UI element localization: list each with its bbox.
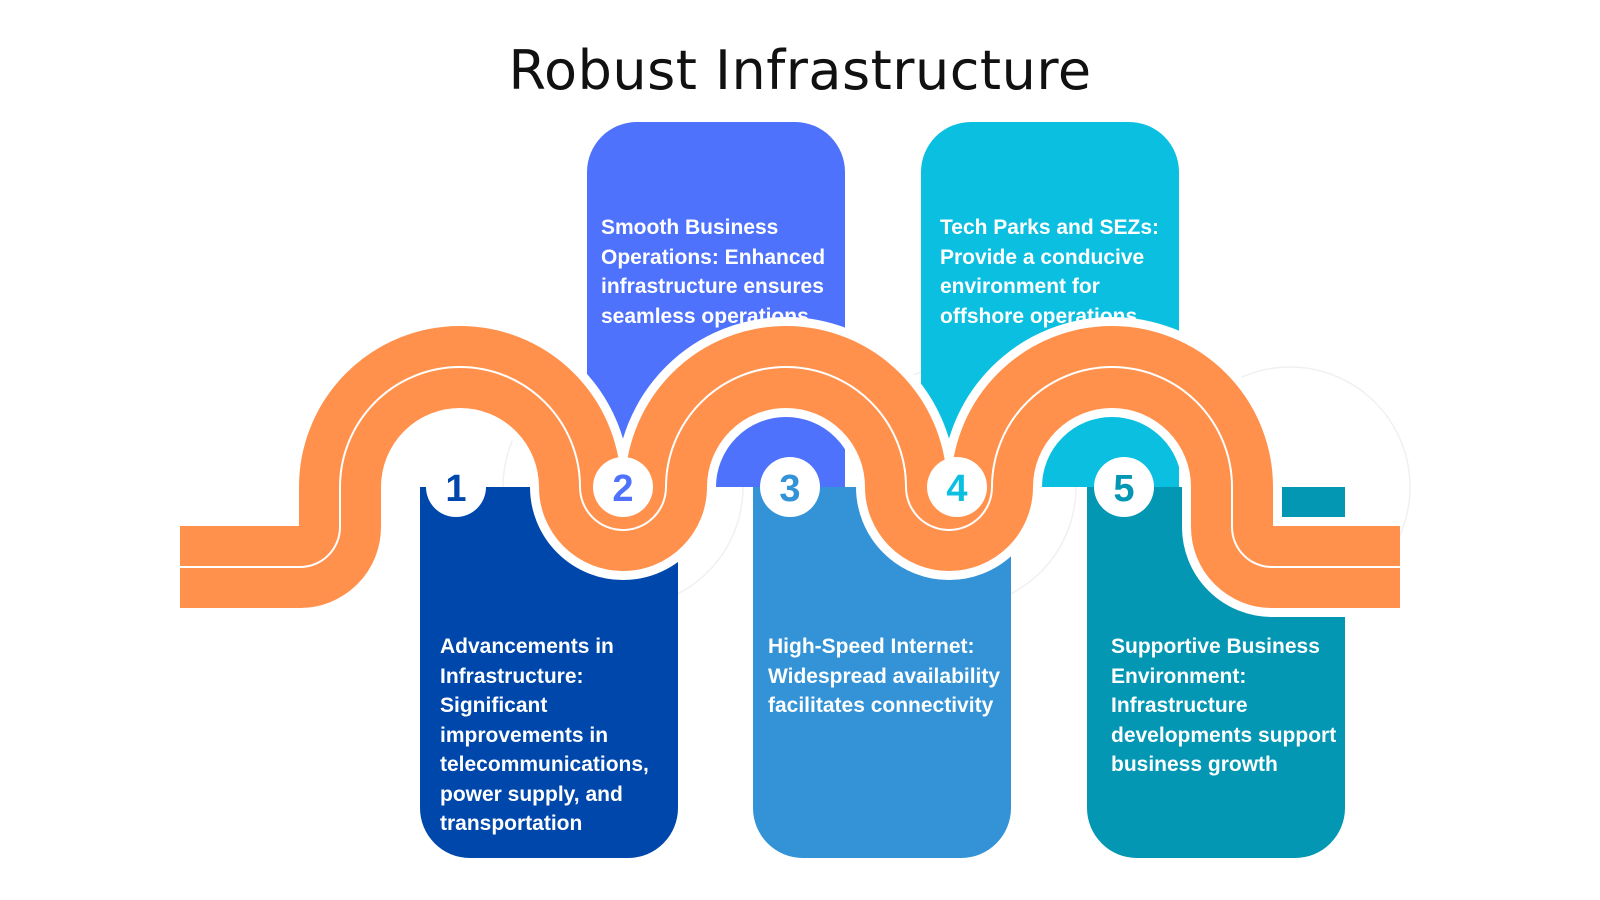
step-1-number-badge: 1 (426, 457, 486, 517)
step-1-text: Advancements in Infrastructure: Signific… (440, 635, 649, 835)
step-3-text: High-Speed Internet: Widespread availabi… (768, 635, 1001, 717)
step-5-number: 5 (1113, 468, 1134, 510)
road-centre-line (180, 366, 1400, 568)
step-3-number-badge: 3 (760, 457, 820, 517)
step-3-number: 3 (779, 468, 800, 510)
step-4-number-badge: 4 (927, 457, 987, 517)
step-1-card (420, 487, 678, 858)
step-1-number: 1 (445, 468, 466, 510)
wavy-road (180, 317, 1400, 617)
step-4-text: Tech Parks and SEZs: Provide a conducive… (940, 216, 1160, 328)
step-2-text: Smooth Business Operations: Enhanced inf… (601, 216, 826, 328)
step-2-number: 2 (612, 468, 633, 510)
step-5-text: Supportive Business Environment: Infrast… (1111, 635, 1337, 776)
page-title: Robust Infrastructure (508, 39, 1092, 102)
step-4-number: 4 (946, 468, 967, 510)
step-2-number-badge: 2 (593, 457, 653, 517)
step-5-number-badge: 5 (1094, 457, 1154, 517)
